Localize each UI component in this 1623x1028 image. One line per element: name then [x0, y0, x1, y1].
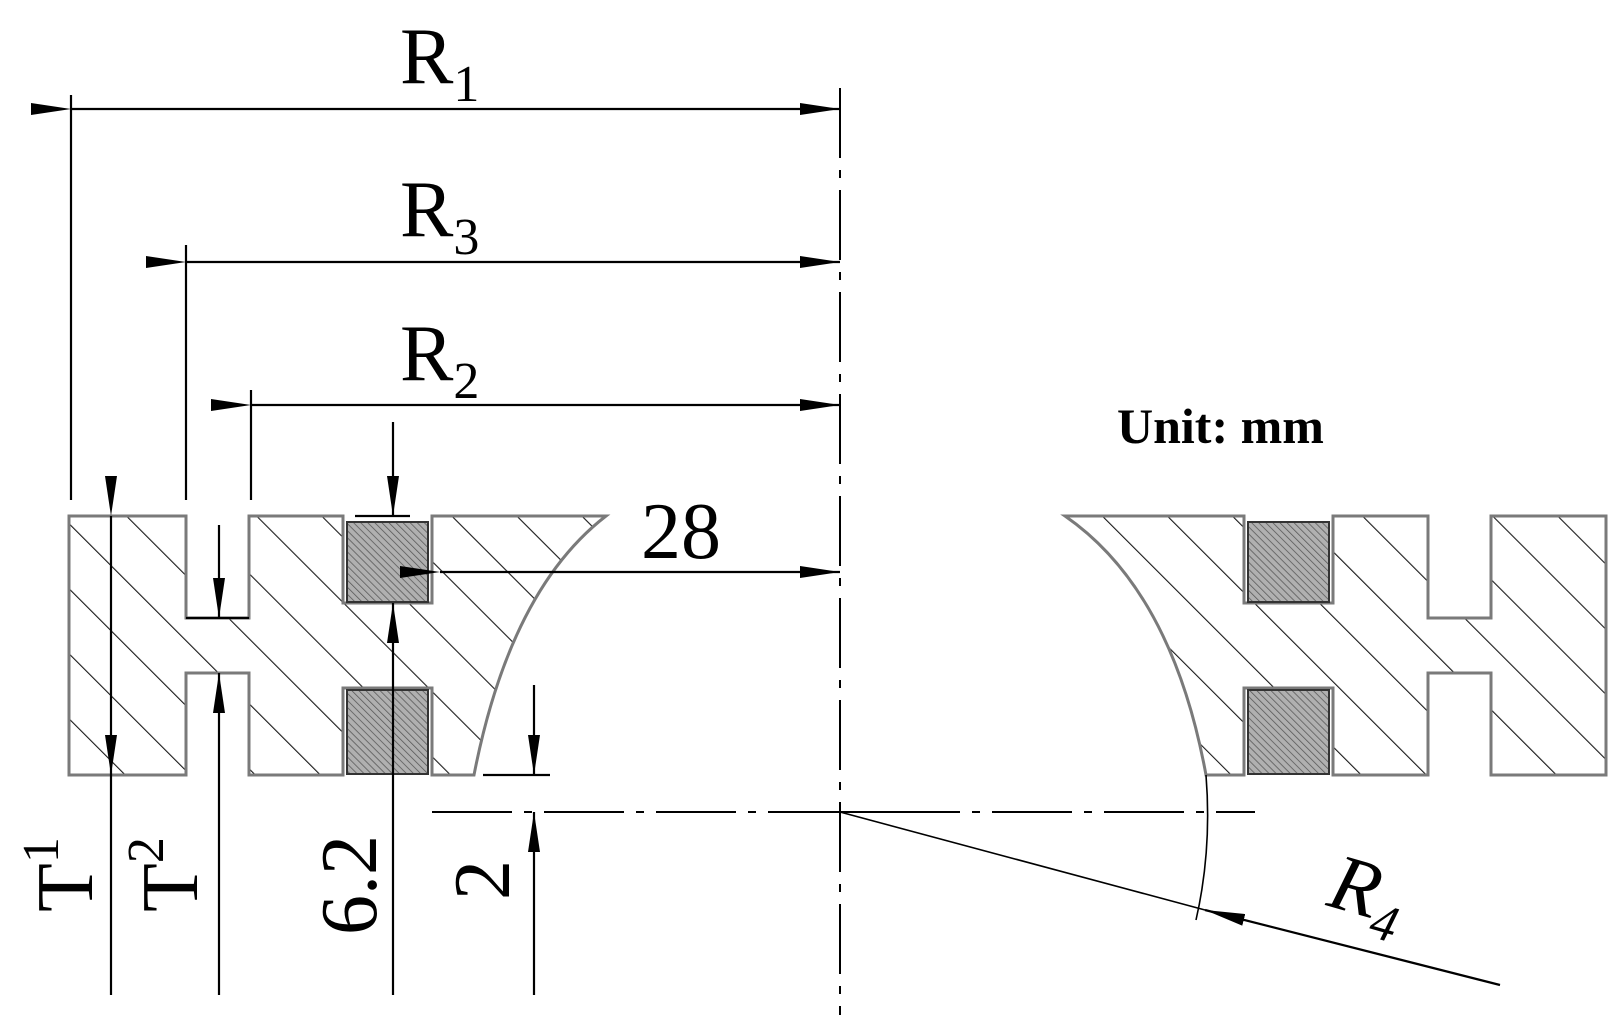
r3-label: R3: [400, 166, 479, 266]
t1-main: T: [22, 863, 110, 912]
right-insert-bottom: [1247, 689, 1330, 775]
r2-sub: 2: [453, 353, 479, 410]
right-section-body: [1060, 514, 1608, 777]
r4-label: R4: [1316, 837, 1416, 954]
left-section-body: [67, 514, 611, 777]
r4-leader-inner: [839, 811, 1206, 911]
dim-6-2-label: 6.2: [306, 835, 394, 935]
right-insert-top: [1247, 521, 1330, 603]
dim-28-label: 28: [641, 488, 721, 576]
right-section: [1060, 514, 1608, 777]
t2-main: T: [127, 863, 215, 912]
t1-sub: 1: [13, 837, 70, 863]
r2-main: R: [400, 310, 454, 398]
left-insert-bottom: [346, 689, 429, 775]
r3-main: R: [400, 166, 454, 254]
r1-main: R: [400, 13, 454, 101]
r3-sub: 3: [453, 209, 479, 266]
r1-label: R1: [400, 13, 479, 113]
left-section: [67, 514, 611, 777]
left-insert-top: [346, 521, 429, 603]
t2-label: T2: [118, 837, 215, 912]
r1-sub: 1: [453, 56, 479, 113]
r4-leader: [1204, 908, 1501, 987]
r2-label: R2: [400, 310, 479, 410]
dim-2-label: 2: [439, 860, 527, 900]
t1-label: T1: [13, 837, 110, 912]
unit-label: Unit: mm: [1117, 398, 1324, 454]
t2-sub: 2: [118, 837, 175, 863]
labels: R1 R3 R2 28 Unit: mm T1 T2 6.2 2 R4: [13, 13, 1416, 954]
dimensions: [31, 95, 1501, 995]
r4-arc: [1195, 774, 1209, 921]
